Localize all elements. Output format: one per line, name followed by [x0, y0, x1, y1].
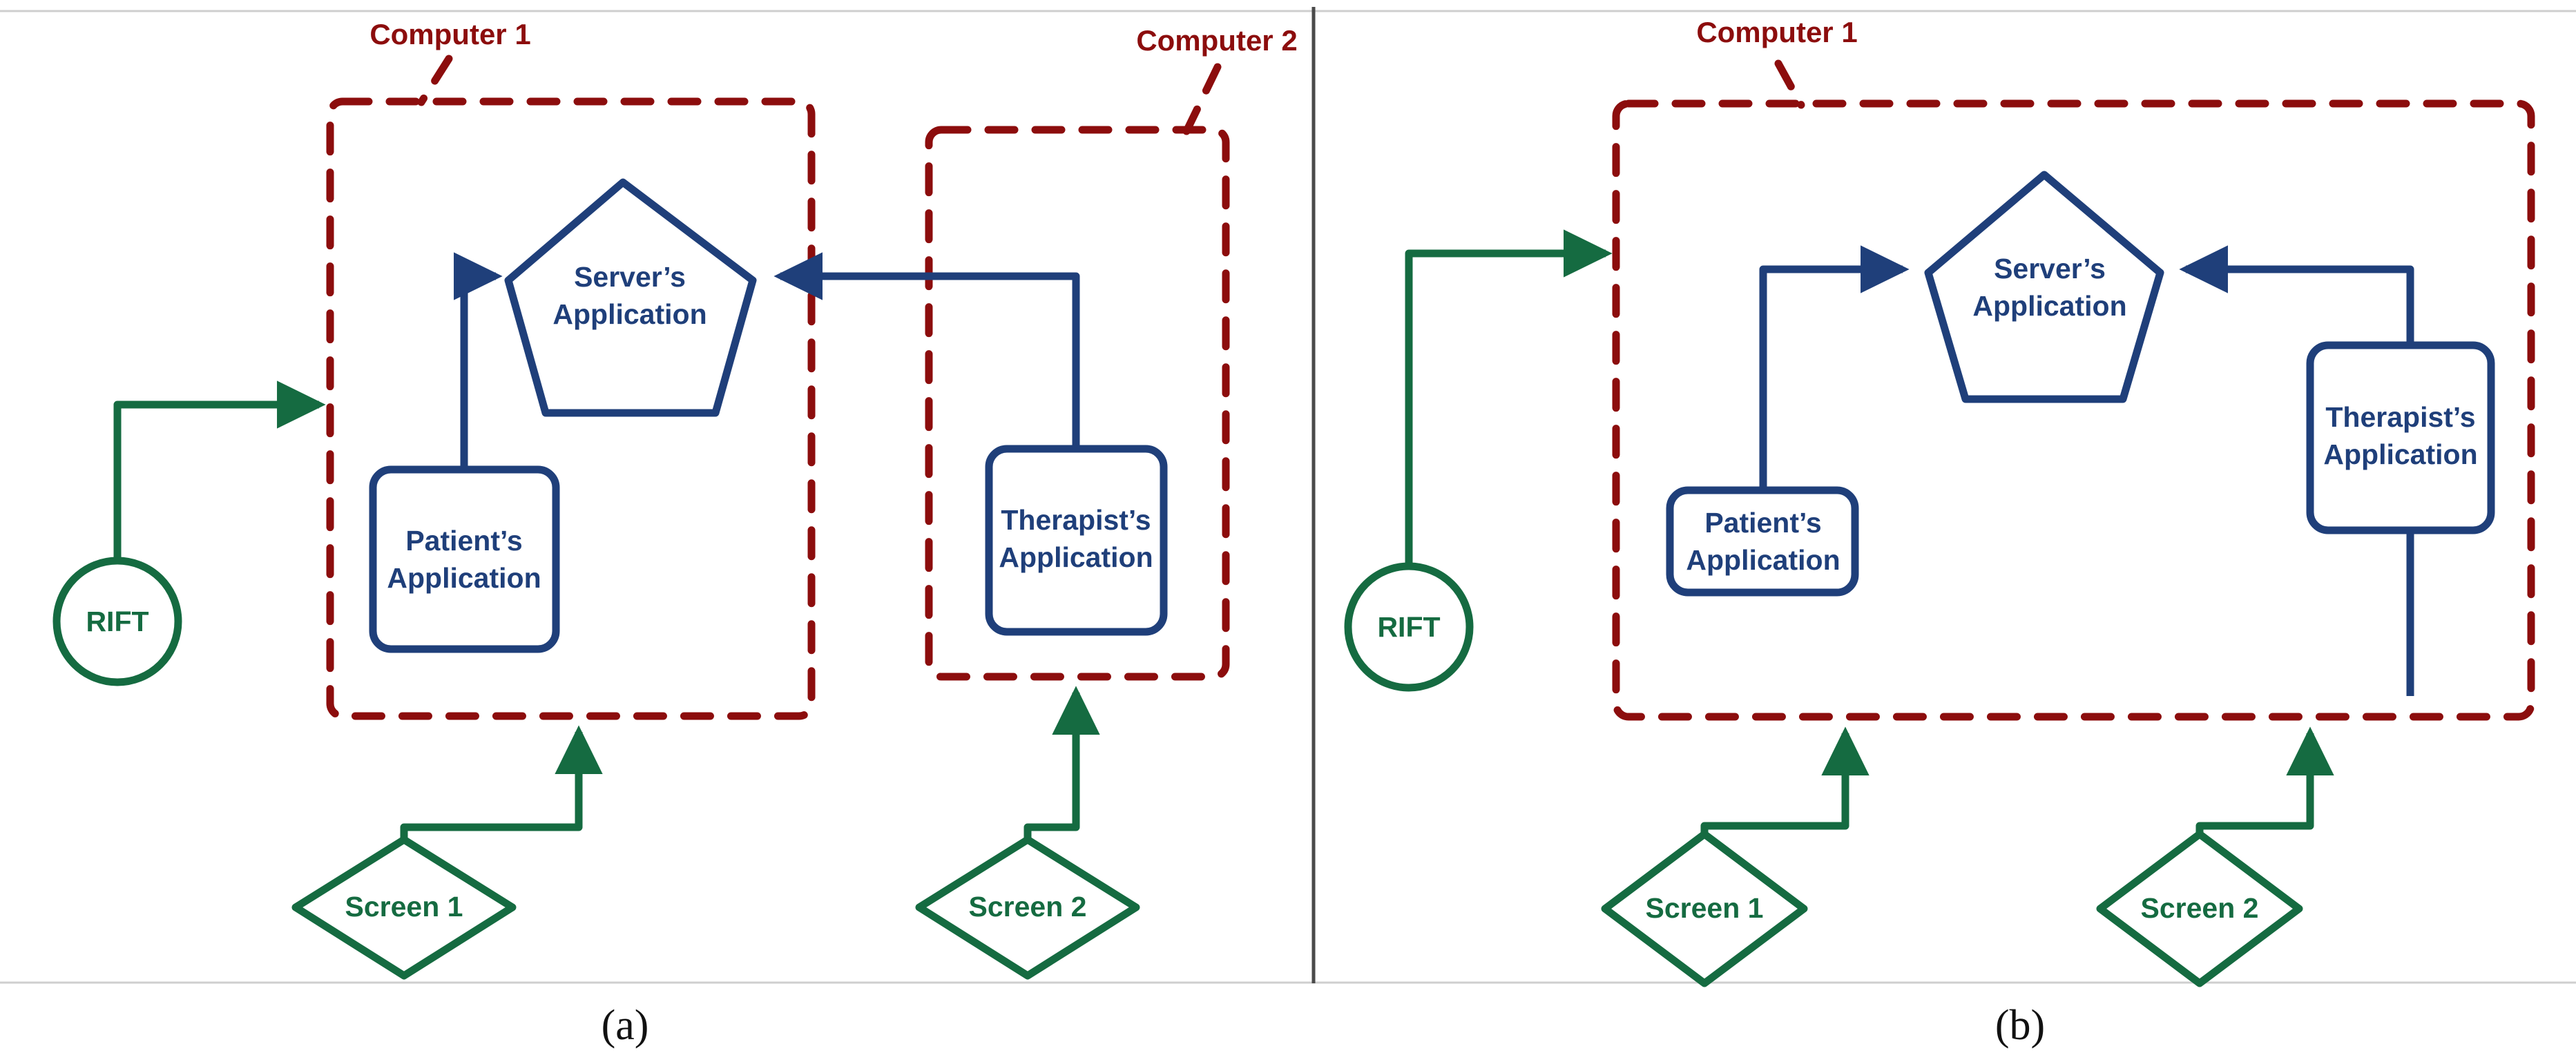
computer-1-boundary — [326, 97, 816, 720]
therapist-application-node — [985, 445, 1168, 636]
rift-label: RIFT — [1377, 611, 1440, 643]
rift-node — [52, 557, 182, 686]
computer-1-leader — [1774, 59, 1805, 109]
panel-a: Computer 1 Computer 2 RIFT Screen 1 Scre… — [52, 18, 1298, 1049]
computer-2-label: Computer 2 — [1136, 24, 1297, 57]
server-application-label-line2: Application — [1972, 290, 2126, 322]
computer-2-boundary — [925, 126, 1230, 681]
server-application-label-line1: Server’s — [1994, 253, 2106, 284]
therapist-application-label-line2: Application — [999, 541, 1153, 573]
therapist-application-label-line1: Therapist’s — [2325, 401, 2475, 433]
patient-application-label-line2: Application — [1686, 544, 1840, 576]
screen-2-node — [2096, 830, 2303, 987]
server-application-node — [1924, 171, 2164, 403]
therapist-to-server-connector — [2179, 245, 2414, 696]
patient-to-server-connector — [454, 252, 503, 470]
rift-to-computer1-connector — [1405, 229, 1613, 583]
server-application-label-line1: Server’s — [574, 261, 686, 293]
panel-a-caption: (a) — [602, 1002, 649, 1049]
screen-1-label: Screen 1 — [345, 891, 463, 923]
computer-1-label: Computer 1 — [369, 18, 530, 50]
computer-1-boundary — [1612, 99, 2535, 721]
server-application-node — [504, 178, 757, 417]
rift-to-computer1-connector — [113, 380, 326, 580]
patient-application-label-line1: Patient’s — [405, 525, 522, 557]
computer-2-leader — [1182, 63, 1222, 135]
rift-node — [1344, 562, 1474, 692]
server-application-label-line2: Application — [552, 298, 707, 330]
patient-application-label-line1: Patient’s — [1704, 507, 1821, 539]
screen-2-label: Screen 2 — [2141, 892, 2259, 924]
panel-b: Computer 1 RIFT Screen 1 Screen 2 Server… — [1344, 16, 2535, 1049]
patient-to-server-connector — [1759, 245, 1910, 490]
patient-application-label-line2: Application — [387, 562, 541, 594]
screen-2-node — [915, 836, 1140, 980]
patient-application-node — [369, 465, 560, 653]
rift-label: RIFT — [86, 606, 148, 637]
screen-1-node — [1601, 830, 1808, 987]
computer-1-label: Computer 1 — [1696, 16, 1857, 48]
screen-1-node — [291, 836, 517, 980]
panel-b-caption: (b) — [1995, 1002, 2045, 1049]
therapist-to-server-connector — [773, 252, 1080, 449]
therapist-application-node — [2306, 341, 2495, 534]
patient-application-node — [1666, 486, 1859, 597]
screen-1-label: Screen 1 — [1646, 892, 1764, 924]
screen-2-label: Screen 2 — [969, 891, 1087, 923]
computer-1-leader — [417, 55, 453, 106]
therapist-application-label-line2: Application — [2323, 438, 2477, 470]
therapist-application-label-line1: Therapist’s — [1001, 504, 1151, 536]
